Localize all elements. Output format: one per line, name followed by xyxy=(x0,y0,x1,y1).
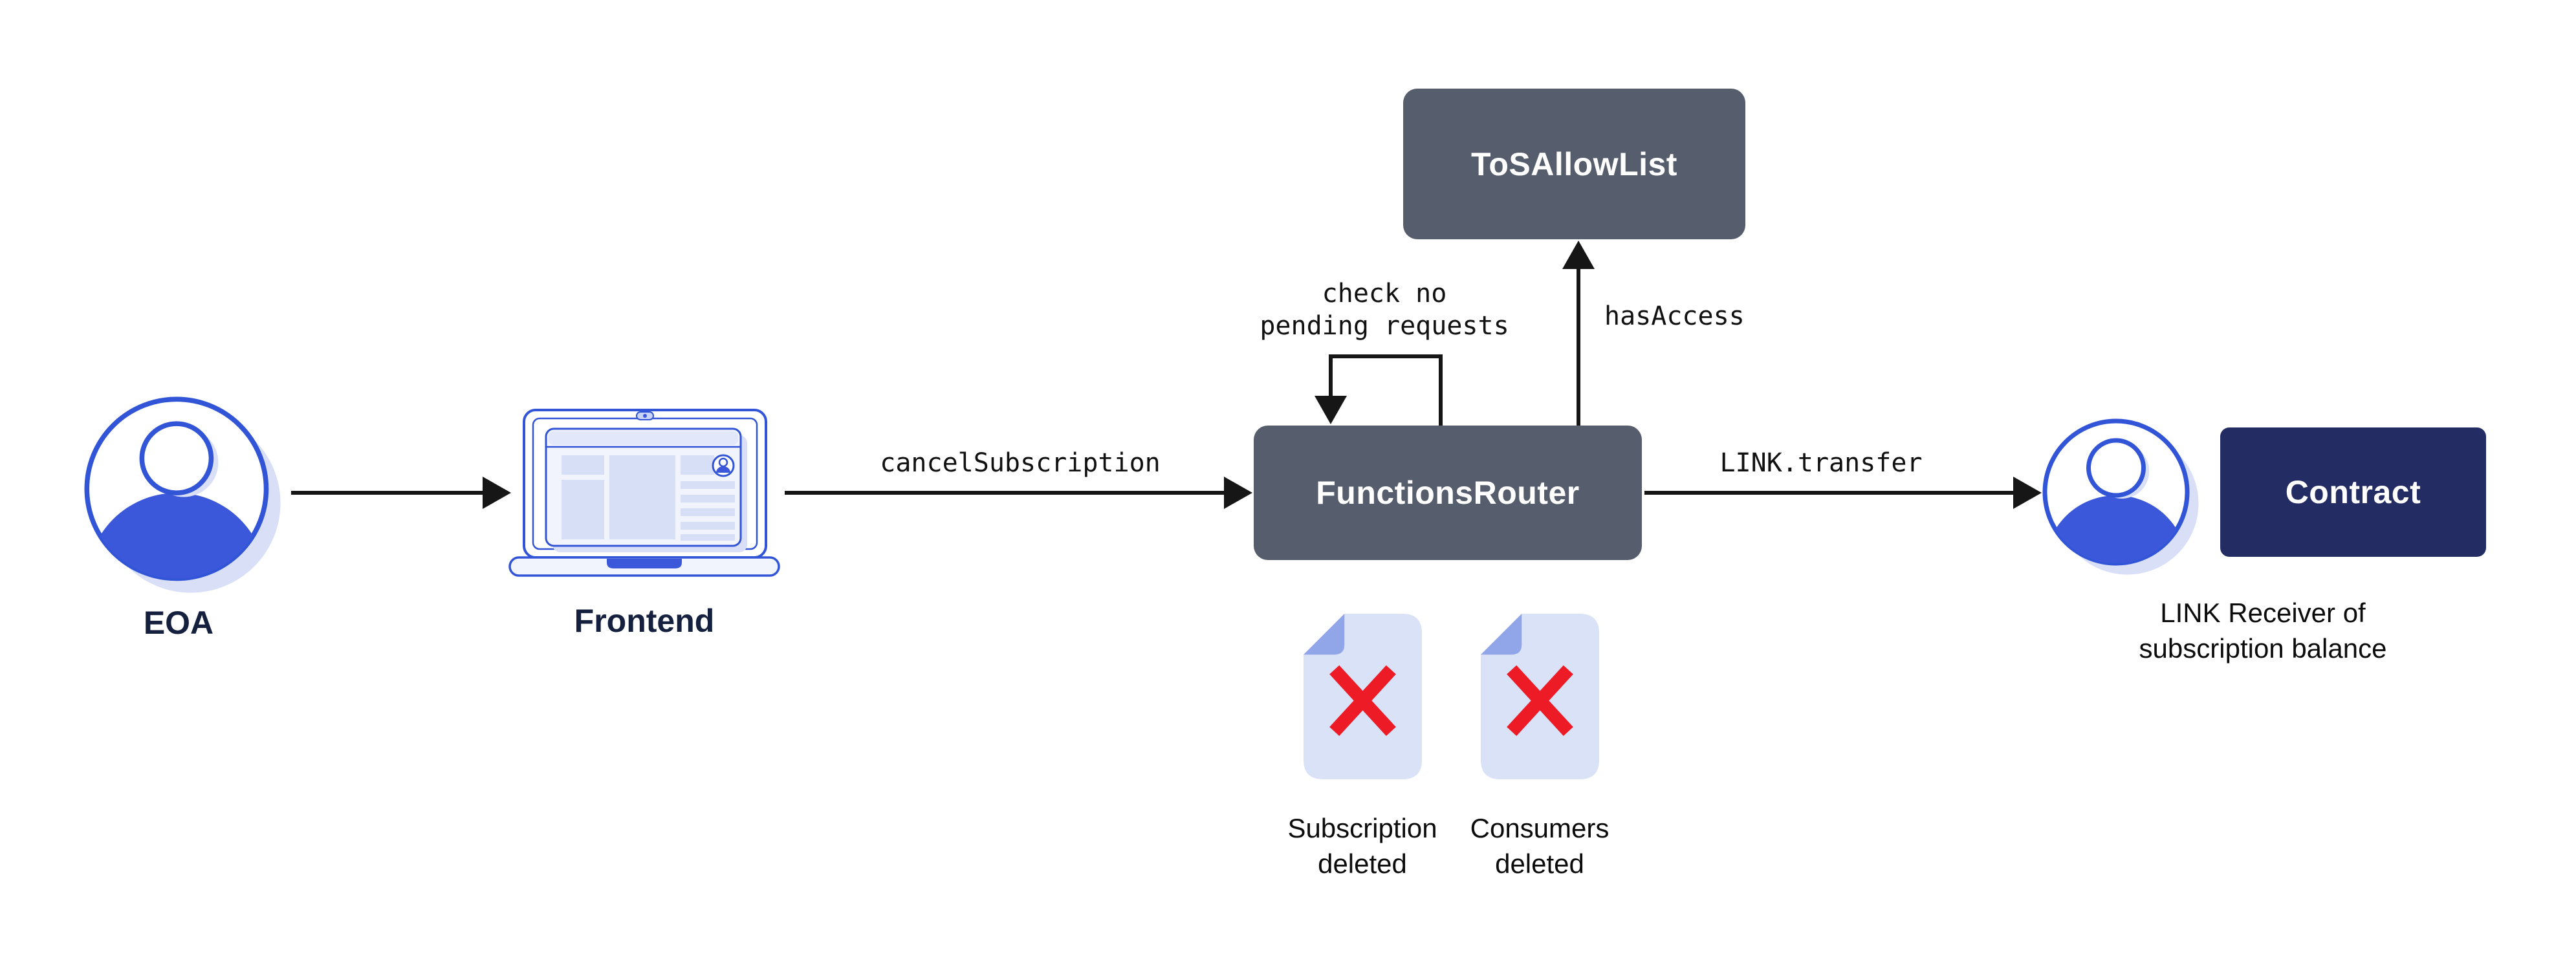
link-receiver-caption-line2: subscription balance xyxy=(2139,633,2387,664)
has-access-edge-label: hasAccess xyxy=(1604,301,1745,331)
link-receiver-caption-line1: LINK Receiver of xyxy=(2160,598,2366,628)
laptop-icon xyxy=(508,409,780,577)
frontend-label: Frontend xyxy=(574,603,715,639)
subscription-deleted-line2: deleted xyxy=(1318,848,1407,879)
consumers-deleted-line2: deleted xyxy=(1495,848,1584,879)
subscription-deleted-caption: Subscription deleted xyxy=(1287,810,1437,881)
eoa-label: EOA xyxy=(143,605,214,641)
document-deleted-icon xyxy=(1480,613,1600,780)
browser-user-avatar-icon xyxy=(712,454,735,477)
browser-content-blocks xyxy=(562,455,735,541)
link-receiver-caption: LINK Receiver of subscription balance xyxy=(2139,595,2387,666)
red-x-icon xyxy=(1329,665,1396,736)
arrowhead-to-receiver xyxy=(2013,477,2042,509)
arrowhead-self-loop xyxy=(1315,396,1347,424)
contract-label: Contract xyxy=(2285,474,2421,510)
consumers-deleted-caption: Consumers deleted xyxy=(1470,810,1610,881)
avatar-body xyxy=(87,493,267,579)
avatar-head xyxy=(2086,438,2146,498)
avatar-body xyxy=(2045,495,2187,563)
arrowhead-to-frontend xyxy=(483,477,511,509)
user-avatar-icon xyxy=(84,396,281,593)
edge-self-loop-line xyxy=(1329,354,1443,426)
consumers-deleted-line1: Consumers xyxy=(1470,813,1610,843)
contract-node: Contract xyxy=(2220,427,2486,557)
arrowhead-to-functions-router xyxy=(1224,477,1252,509)
browser-toolbar xyxy=(549,431,738,445)
cancel-subscription-edge-label: cancelSubscription xyxy=(880,448,1161,478)
avatar-head xyxy=(139,421,214,495)
functions-router-node: FunctionsRouter xyxy=(1254,426,1642,560)
functions-router-label: FunctionsRouter xyxy=(1316,475,1580,511)
check-pending-line1: check no xyxy=(1322,279,1447,308)
document-fold-corner xyxy=(1480,613,1522,655)
check-pending-line2: pending requests xyxy=(1260,311,1509,341)
laptop-notch xyxy=(607,559,682,568)
document-fold-corner xyxy=(1303,613,1345,655)
document-deleted-icon xyxy=(1303,613,1423,780)
subscription-deleted-line1: Subscription xyxy=(1287,813,1437,843)
check-pending-edge-label: check no pending requests xyxy=(1260,277,1509,342)
arrowhead-to-tos-allow-list xyxy=(1562,241,1595,269)
tos-allow-list-label: ToSAllowList xyxy=(1471,146,1677,182)
user-avatar-icon xyxy=(2042,418,2199,575)
link-transfer-edge-label: LINK.transfer xyxy=(1719,448,1923,478)
tos-allow-list-node: ToSAllowList xyxy=(1403,89,1745,239)
red-x-icon xyxy=(1507,665,1573,736)
